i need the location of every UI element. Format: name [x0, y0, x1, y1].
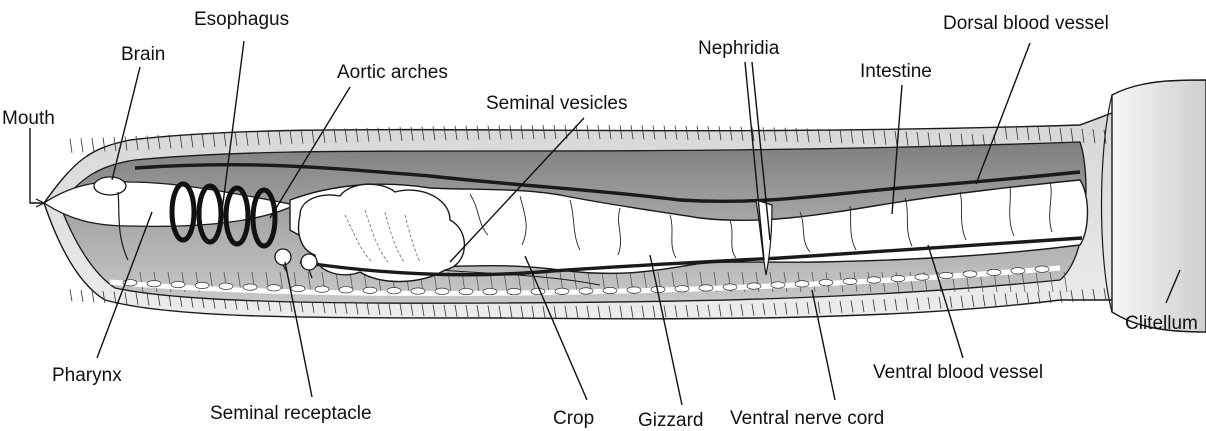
ganglion	[867, 277, 881, 283]
label-esophagus: Esophagus	[194, 9, 289, 30]
ganglion	[699, 285, 713, 291]
ganglion	[603, 287, 617, 293]
ganglion	[267, 285, 281, 291]
ganglion	[963, 271, 977, 277]
label-mouth: Mouth	[2, 108, 55, 129]
label-pharynx: Pharynx	[52, 365, 122, 386]
ganglion	[195, 282, 209, 288]
ganglion	[147, 280, 161, 286]
ganglion	[723, 284, 737, 290]
ganglion	[891, 275, 905, 281]
label-gizzard: Gizzard	[638, 410, 703, 431]
ganglion	[411, 288, 425, 294]
ganglion	[987, 269, 1001, 275]
ganglion	[819, 279, 833, 285]
ganglion	[915, 274, 929, 280]
segment-ring	[70, 289, 72, 301]
brain	[94, 177, 126, 195]
label-brain: Brain	[121, 44, 165, 65]
ganglion	[219, 283, 233, 289]
ganglion	[627, 287, 641, 293]
label-ventral-nerve-cord: Ventral nerve cord	[730, 408, 884, 429]
ganglion	[675, 286, 689, 292]
ganglion	[507, 288, 521, 294]
segment-ring	[70, 139, 72, 153]
segment-ring	[92, 138, 94, 152]
label-dorsal-blood-vessel: Dorsal blood vessel	[943, 13, 1109, 34]
label-ventral-blood-vessel: Ventral blood vessel	[873, 362, 1043, 383]
ganglion	[1035, 266, 1049, 272]
ganglion	[531, 288, 545, 294]
ganglion	[291, 285, 305, 291]
label-aortic-arches: Aortic arches	[337, 62, 448, 83]
ganglion	[939, 272, 953, 278]
ganglion	[843, 278, 857, 284]
label-seminal-receptacle: Seminal receptacle	[210, 403, 372, 424]
ganglion	[795, 281, 809, 287]
segment-ring	[81, 290, 83, 302]
ganglion	[483, 288, 497, 294]
label-nephridia: Nephridia	[698, 38, 780, 59]
ganglion	[435, 288, 449, 294]
ganglion	[243, 284, 257, 290]
ganglion	[1011, 268, 1025, 274]
ganglion	[747, 283, 761, 289]
label-crop: Crop	[553, 408, 594, 429]
label-clitellum: Clitellum	[1125, 313, 1198, 334]
ganglion	[771, 282, 785, 288]
ganglion	[339, 287, 353, 293]
ganglion	[579, 288, 593, 294]
ganglion	[459, 288, 473, 294]
label-intestine: Intestine	[860, 61, 932, 82]
clitellum	[1102, 80, 1206, 332]
ganglion	[363, 287, 377, 293]
label-seminal-vesicles: Seminal vesicles	[486, 93, 628, 114]
ganglion	[171, 281, 185, 287]
segment-ring	[81, 138, 83, 152]
ganglion	[387, 288, 401, 294]
ganglion	[555, 288, 569, 294]
ganglion	[315, 286, 329, 292]
